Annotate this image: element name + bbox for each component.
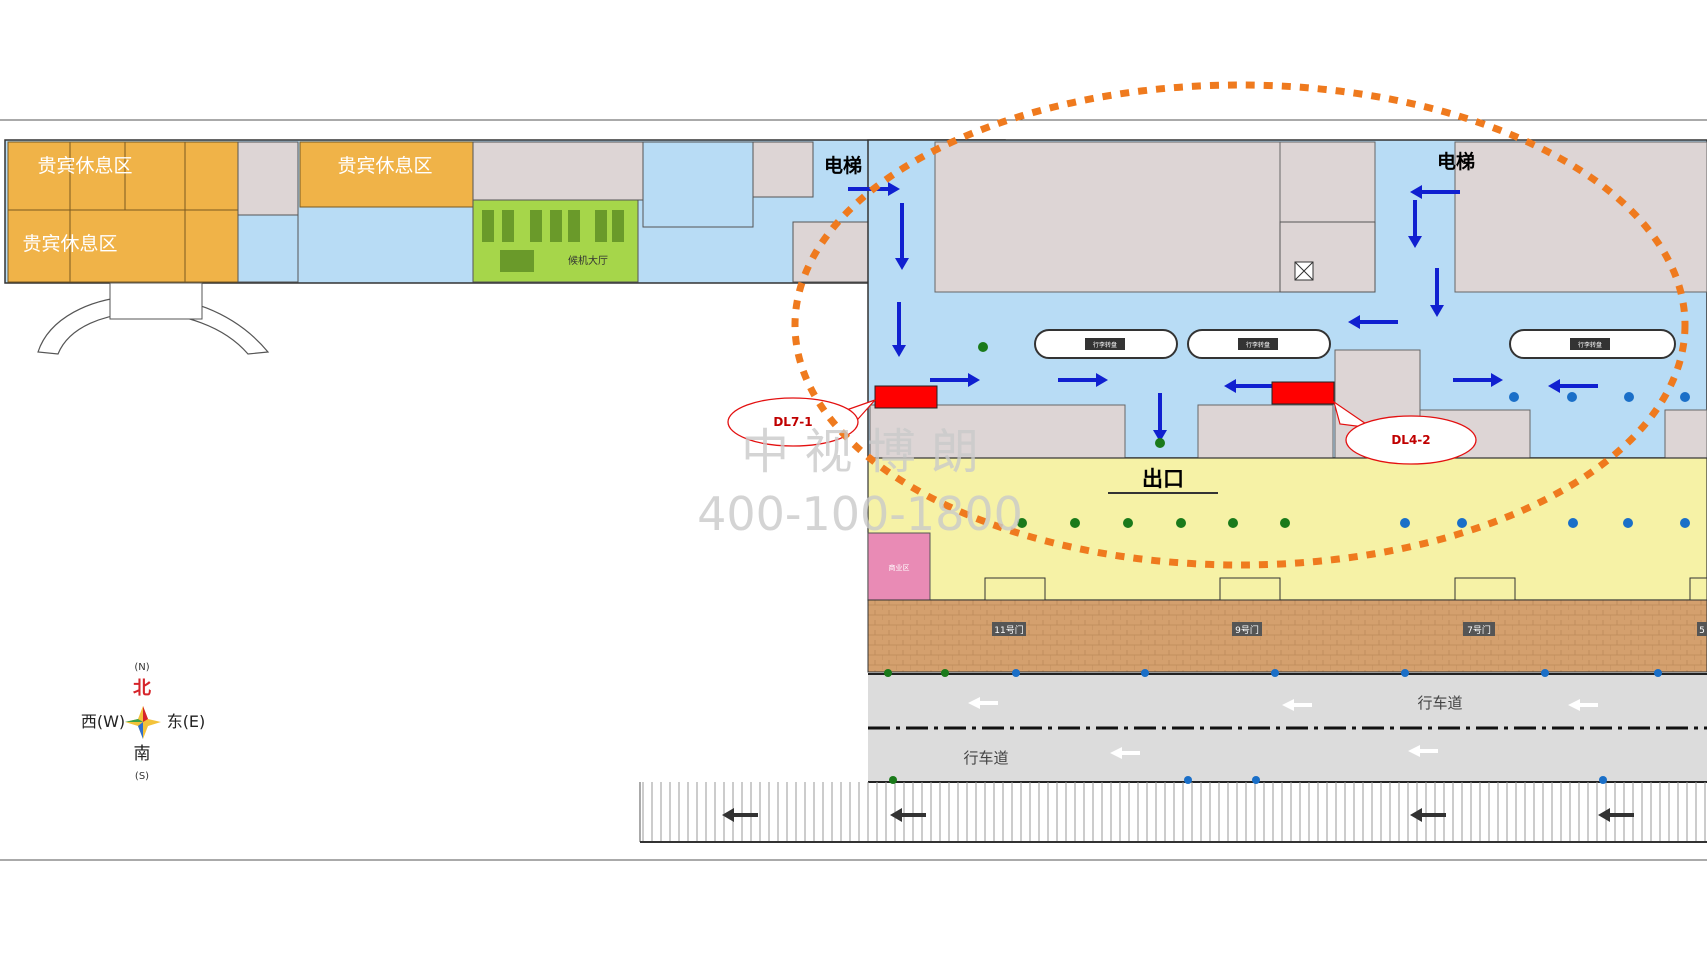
gate-9-label: 9号门 bbox=[1235, 624, 1259, 636]
gate-7-label: 7号门 bbox=[1467, 624, 1491, 636]
gate-labels bbox=[992, 622, 1707, 636]
watermark-phone: 400-100-1800 bbox=[697, 487, 1023, 541]
compass-south: 南 bbox=[134, 744, 151, 764]
gate-5-label: 5 bbox=[1699, 626, 1705, 636]
callout-dl4-2-label: DL4-2 bbox=[1391, 433, 1430, 447]
gate-11-label: 11号门 bbox=[994, 624, 1023, 636]
pink-room-label: 商业区 bbox=[889, 563, 910, 572]
compass-south-en: (S) bbox=[135, 771, 149, 782]
compass-north: 北 bbox=[133, 678, 151, 699]
vip-lounge-label-2: 贵宾休息区 bbox=[337, 155, 432, 177]
vip-lounge-label-1: 贵宾休息区 bbox=[37, 155, 132, 177]
ad-spot-dl4-2[interactable] bbox=[1271, 381, 1335, 405]
ad-spot-dl7-1[interactable] bbox=[874, 385, 938, 409]
compass-east: 东(E) bbox=[167, 712, 206, 731]
compass-icon bbox=[125, 706, 161, 739]
carousel-label-2: 行李转盘 bbox=[1246, 341, 1270, 349]
flow-arrows bbox=[848, 182, 1598, 442]
elevator-label-right: 电梯 bbox=[1437, 150, 1475, 173]
main-terminal bbox=[867, 139, 1707, 466]
vip-lounge-left bbox=[7, 141, 239, 283]
carousel-label-1: 行李转盘 bbox=[1093, 341, 1117, 349]
left-wing bbox=[4, 139, 1006, 355]
road-label-lower: 行车道 bbox=[963, 749, 1008, 767]
highlight-zone-ellipse bbox=[791, 81, 1689, 569]
road-label-upper: 行车道 bbox=[1417, 694, 1462, 712]
vip-lounge-label-3: 贵宾休息区 bbox=[22, 233, 117, 255]
carousel-label-3: 行李转盘 bbox=[1578, 341, 1602, 349]
roadway bbox=[639, 673, 1707, 843]
compass-west: 西(W) bbox=[81, 712, 125, 731]
watermark-company: 中 视 博 朗 bbox=[741, 424, 979, 480]
elevator-label-left: 电梯 bbox=[824, 154, 862, 177]
callout-dl7-1 bbox=[727, 397, 859, 447]
callout-dl4-2 bbox=[1345, 415, 1477, 465]
markers bbox=[884, 342, 1690, 784]
waiting-hall-label: 候机大厅 bbox=[568, 254, 608, 267]
exit-label: 出口 bbox=[1142, 467, 1184, 491]
compass-north-en: (N) bbox=[134, 662, 149, 673]
callout-dl7-1-label: DL7-1 bbox=[773, 415, 812, 429]
